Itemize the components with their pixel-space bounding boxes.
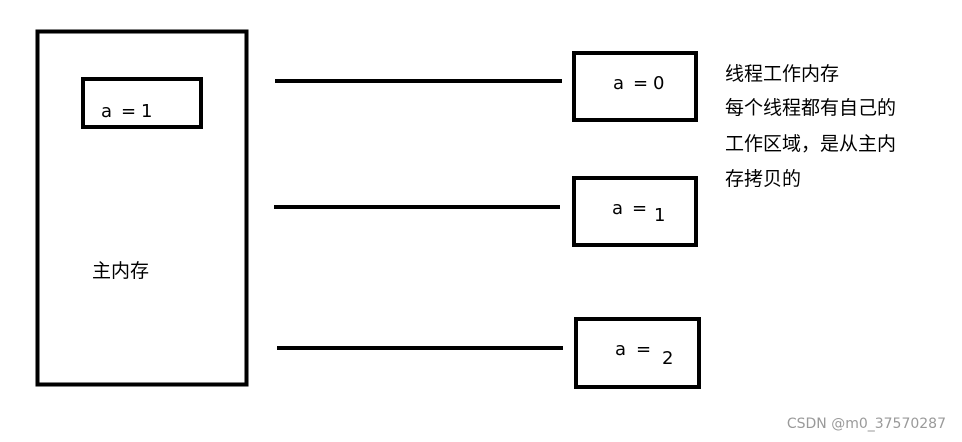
main-memory-box <box>35 29 249 387</box>
main-memory-variable-box <box>81 77 203 129</box>
thread-memory-box-3 <box>574 317 701 389</box>
thread-memory-3-value: 2 <box>662 348 673 369</box>
thread-memory-2-value: 1 <box>654 205 665 226</box>
thread-memory-2-name: a <box>612 198 623 219</box>
main-memory-variable-name: a <box>101 101 112 122</box>
note-line-4: 存拷贝的 <box>725 168 801 190</box>
watermark: CSDN @m0_37570287 <box>787 416 946 432</box>
thread-memory-1-name: a <box>613 73 624 94</box>
thread-memory-3-op: = <box>636 339 651 360</box>
thread-memory-box-2 <box>572 176 698 247</box>
note-line-2: 每个线程都有自己的 <box>725 97 896 119</box>
note-line-1: 线程工作内存 <box>725 63 839 85</box>
note-line-3: 工作区域，是从主内 <box>725 133 896 155</box>
main-memory-label: 主内存 <box>92 260 149 282</box>
thread-memory-1-op: = <box>633 73 648 94</box>
thread-memory-box-1 <box>572 51 698 122</box>
thread-memory-3-name: a <box>615 339 626 360</box>
thread-memory-2-op: = <box>632 198 647 219</box>
main-memory-variable-value: 1 <box>141 101 152 122</box>
thread-memory-1-value: 0 <box>653 73 664 94</box>
main-memory-variable-op: = <box>121 101 136 122</box>
